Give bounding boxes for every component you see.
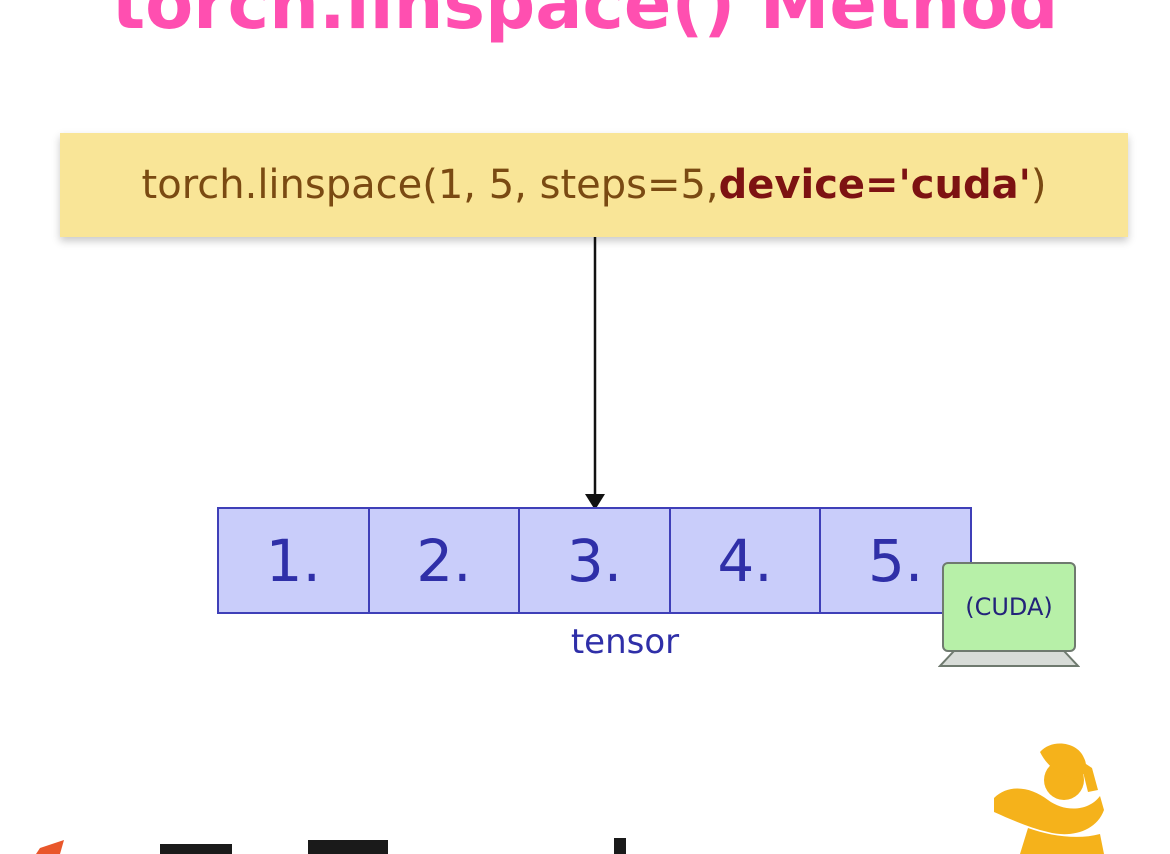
tensor-array: 1. 2. 3. 4. 5. (217, 507, 972, 614)
code-suffix: ) (1030, 162, 1047, 208)
logo-letter-fragment (614, 838, 626, 854)
code-snippet: torch.linspace(1, 5, steps=5, device='cu… (60, 133, 1128, 237)
tensor-cell: 2. (370, 509, 521, 612)
tensor-cell: 5. (868, 526, 924, 595)
logo-artwork (36, 743, 1104, 854)
logo-flame-fragment (36, 840, 64, 854)
tensor-cell: 4. (671, 509, 822, 612)
code-device-argument: device='cuda' (718, 162, 1031, 208)
tensor-cell: 1. (219, 509, 370, 612)
logo-letter-fragment (308, 840, 388, 854)
device-label: (CUDA) (942, 562, 1076, 652)
code-prefix: torch.linspace(1, 5, steps=5, (141, 162, 719, 208)
logo-letter-fragment (160, 844, 232, 854)
pytorch-logo (0, 740, 1170, 854)
mascot-icon (994, 743, 1104, 854)
laptop-base (938, 650, 1080, 667)
tensor-label: tensor (570, 622, 680, 662)
tensor-cell: 3. (520, 509, 671, 612)
laptop-icon: (CUDA) (938, 560, 1080, 670)
page-title: torch.linspace() Method (111, 0, 1059, 45)
